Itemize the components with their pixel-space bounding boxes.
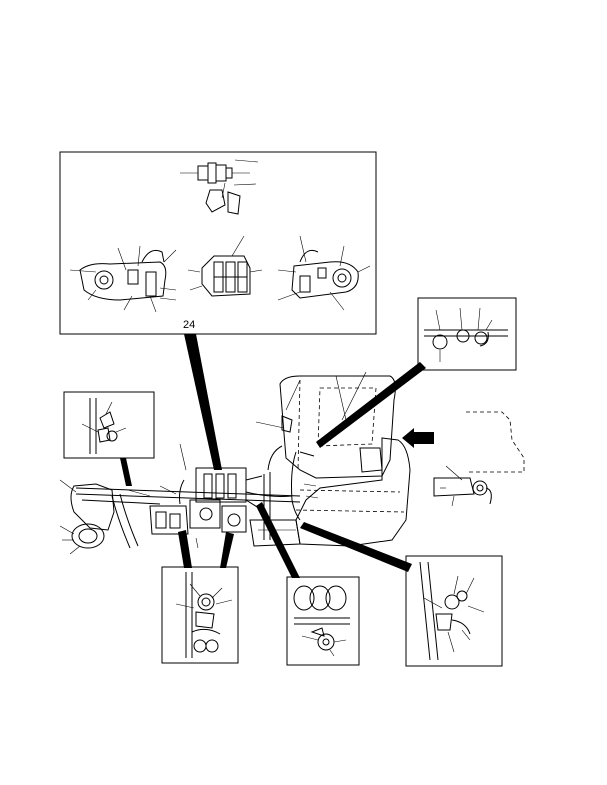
callout-pointer-bottom-left-a — [178, 530, 192, 568]
central-component-cluster — [127, 443, 263, 549]
callout-pointer-upper-right — [316, 362, 426, 448]
left-detail-panel — [63, 391, 155, 459]
connector-assembly-detail — [180, 159, 259, 215]
callout-pointer-bottom-right — [300, 522, 412, 572]
right-body-section — [433, 411, 525, 507]
upper-right-detail-panel — [417, 297, 517, 371]
callout-pointer-bottom-left-b — [220, 532, 234, 568]
left-bracket-detail — [69, 245, 177, 313]
callout-pointer-bottom-center — [256, 502, 300, 578]
main-assembly — [59, 371, 411, 555]
bottom-right-detail-panel — [405, 555, 503, 667]
right-bracket-detail — [277, 235, 371, 311]
detail-label: 24 — [183, 319, 195, 331]
bottom-center-detail-panel — [286, 576, 360, 666]
callout-pointer-top — [184, 334, 222, 470]
center-relay-detail — [187, 235, 263, 297]
callout-pointer-left — [120, 458, 132, 486]
direction-arrow — [402, 428, 434, 448]
bottom-left-detail-panel — [161, 566, 239, 664]
top-detail-panel: 24 — [59, 151, 377, 335]
